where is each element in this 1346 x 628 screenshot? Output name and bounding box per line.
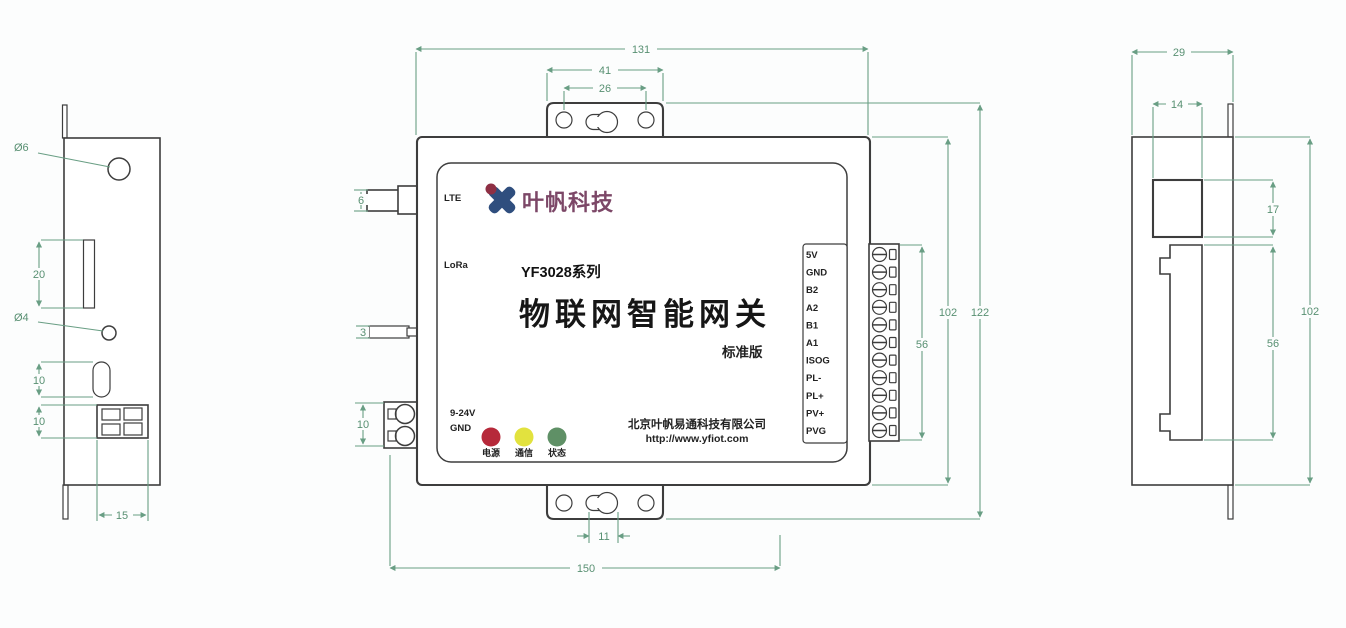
dim-label-hole-small: Ø4	[14, 312, 29, 324]
led-comm-icon	[514, 427, 534, 447]
lte-port-label: LTE	[444, 193, 461, 204]
dim-label-keyhole: 11	[598, 531, 609, 543]
dim-overall-height: 122	[666, 102, 995, 520]
led-power-label: 电源	[482, 447, 500, 458]
lora-port-label: LoRa	[444, 260, 468, 271]
led-status-icon	[547, 427, 567, 447]
dim-label-power-width: 15	[116, 510, 128, 522]
power-voltage-label: 9-24V	[450, 408, 476, 419]
dim-label-power-connector: 10	[33, 416, 45, 428]
dim-power-connector: 10	[31, 404, 97, 439]
dim-label-pill-slot: 10	[33, 375, 45, 387]
dim-antenna: 6	[354, 189, 368, 212]
dim-pill-slot: 10	[31, 361, 93, 398]
led-status: 状态	[547, 427, 567, 458]
terminal-label: PL-	[806, 373, 821, 384]
dim-label-footprint-width: 150	[577, 563, 595, 575]
dim-label-tab-hole-span: 26	[599, 83, 611, 95]
product-name: 物联网智能网关	[519, 297, 771, 332]
power-gnd-label: GND	[450, 423, 471, 434]
brand-logo-icon	[485, 183, 516, 214]
bottom-tab-holes	[555, 491, 655, 515]
dim-body-height-right: 102	[1235, 136, 1325, 486]
power-terminal-connector	[383, 401, 419, 449]
dim-label-overall-height: 122	[971, 307, 989, 319]
dim-label-overall-width: 131	[632, 44, 650, 56]
terminal-label: B2	[806, 285, 818, 296]
terminal-label: PVG	[806, 426, 826, 437]
dim-label-eth-width: 14	[1171, 99, 1183, 111]
dim-label-antenna: 6	[358, 195, 364, 207]
dim-footprint-width: 150	[389, 455, 781, 575]
dim-power-width: 15	[96, 440, 149, 522]
dim-din-slot: 20	[31, 239, 83, 309]
front-view: LTE LoRa 叶帆科技 YF3028系列 物联网智能网关 标准版 9-24V…	[354, 43, 995, 575]
dim-label-terminal-block-front: 56	[916, 339, 928, 351]
brand-name: 叶帆科技	[522, 190, 614, 215]
dim-body-height-front: 102	[872, 136, 963, 486]
terminal-label: B1	[806, 320, 819, 331]
ethernet-port	[1151, 178, 1204, 239]
edition-label: 标准版	[721, 344, 763, 360]
dim-label-tab-width: 41	[599, 65, 611, 77]
terminal-label: 5V	[806, 250, 818, 261]
dim-depth: 29	[1131, 46, 1234, 135]
top-pin	[1227, 103, 1234, 138]
bottom-pin	[62, 484, 69, 520]
dim-tab-width: 41	[546, 64, 664, 101]
dim-lora-stub: 3	[356, 325, 370, 339]
led-power-icon	[481, 427, 501, 447]
left-side-view: Ø6 20 Ø4 10 10	[14, 104, 161, 522]
company-name: 北京叶帆易通科技有限公司	[628, 417, 766, 431]
terminal-label-box	[802, 243, 848, 444]
terminal-label: A1	[806, 338, 819, 349]
terminal-label: PL+	[806, 391, 824, 402]
led-comm-label: 通信	[515, 447, 533, 458]
dim-label-power-conn: 10	[357, 419, 369, 431]
dim-terminal-block-right: 56	[1204, 244, 1285, 441]
dim-hole-small: Ø4	[14, 312, 104, 332]
terminal-block	[868, 243, 900, 442]
dim-label-terminal-block-right: 56	[1267, 338, 1279, 350]
top-pin	[61, 104, 68, 139]
dim-overall-width: 131	[415, 43, 869, 135]
dim-eth-height: 17	[1204, 179, 1283, 238]
terminal-label: ISOG	[806, 356, 830, 367]
terminal-block-side	[1159, 244, 1203, 441]
small-hole	[101, 325, 117, 341]
dim-label-body-height-right: 102	[1301, 306, 1319, 318]
dim-keyhole: 11	[577, 512, 630, 543]
terminal-labels: 5V GND B2 A2 B1 A1 ISOG PL- PL+ PV+ PVG	[806, 250, 830, 437]
series-name: YF3028系列	[521, 263, 601, 281]
terminal-label: PV+	[806, 408, 825, 419]
power-connector-side	[96, 404, 149, 439]
dim-label-lora-stub: 3	[360, 327, 366, 339]
din-slot	[82, 239, 96, 309]
dim-label-din-slot: 20	[33, 269, 45, 281]
antenna-hole	[107, 157, 131, 181]
dim-eth-width: 14	[1152, 98, 1203, 178]
dim-label-hole-big: Ø6	[14, 142, 29, 154]
terminal-label: GND	[806, 268, 827, 279]
dim-label-depth: 29	[1173, 47, 1185, 59]
led-comm: 通信	[514, 427, 534, 458]
dim-label-body-height-front: 102	[939, 307, 957, 319]
lte-antenna-connector	[366, 185, 418, 215]
terminal-label: A2	[806, 303, 818, 314]
right-side-view: 29 14 17 56 102	[1131, 46, 1325, 520]
lora-antenna-stub	[368, 325, 418, 339]
pill-slot	[92, 361, 111, 398]
dim-tab-hole-span: 26	[563, 82, 647, 110]
top-tab-holes	[555, 110, 655, 134]
dim-hole-big: Ø6	[14, 142, 111, 168]
led-power: 电源	[481, 427, 501, 458]
company-website: http://www.yfiot.com	[646, 433, 749, 445]
bottom-pin	[1227, 484, 1234, 520]
led-status-label: 状态	[548, 447, 566, 458]
dim-power-conn: 10	[355, 402, 384, 447]
dim-terminal-block-front: 56	[900, 244, 934, 441]
dim-label-eth-height: 17	[1267, 204, 1279, 216]
